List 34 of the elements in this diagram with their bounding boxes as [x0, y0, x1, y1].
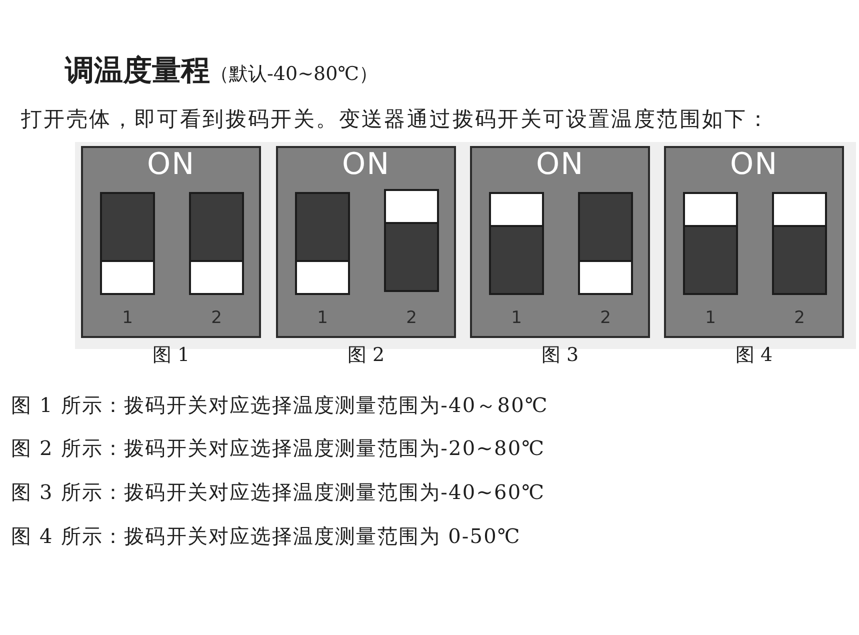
switch-number: 1: [122, 309, 133, 329]
dip-switch-toggle: [489, 192, 544, 295]
range-description: 图 4 所示：拨码开关对应选择温度测量范围为 0-50℃: [11, 525, 521, 548]
dip-switch-panel: [664, 146, 844, 338]
dip-switch-toggle: [189, 192, 244, 295]
figure-caption: 图 3: [541, 345, 579, 367]
dip-switch-toggle: [578, 192, 633, 295]
range-description: 图 3 所示：拨码开关对应选择温度测量范围为-40~60℃: [11, 481, 546, 504]
figure-caption: 图 1: [152, 345, 190, 367]
intro-text: 打开壳体，即可看到拨码开关。变送器通过拨码开关可设置温度范围如下：: [21, 107, 770, 132]
dip-switch-panel: [470, 146, 650, 338]
on-label: ON: [146, 148, 196, 182]
dip-switch-toggle: [100, 192, 155, 295]
switch-number: 2: [211, 309, 222, 329]
switch-number: 2: [600, 309, 611, 329]
dip-switch-toggle: [772, 192, 827, 295]
figure-caption: 图 4: [735, 345, 773, 367]
switch-number: 2: [794, 309, 805, 329]
dip-switch-toggle: [384, 189, 439, 292]
dip-switch-toggle: [683, 192, 738, 295]
dip-switch-toggle: [295, 192, 350, 295]
range-description: 图 2 所示：拨码开关对应选择温度测量范围为-20~80℃: [11, 437, 546, 460]
switch-number: 1: [511, 309, 522, 329]
on-label: ON: [342, 148, 390, 182]
figure-caption: 图 2: [347, 345, 385, 367]
dip-switch-panel: [276, 146, 456, 338]
dip-switch-panel: [81, 146, 261, 338]
on-label: ON: [536, 148, 584, 182]
switch-number: 1: [705, 309, 716, 329]
page-title: 调温度量程（默认-40~80℃）: [65, 54, 378, 88]
switch-number: 1: [317, 309, 328, 329]
on-label: ON: [730, 148, 778, 182]
switch-number: 2: [406, 309, 417, 329]
range-description: 图 1 所示：拨码开关对应选择温度测量范围为-40～80℃: [11, 394, 548, 417]
